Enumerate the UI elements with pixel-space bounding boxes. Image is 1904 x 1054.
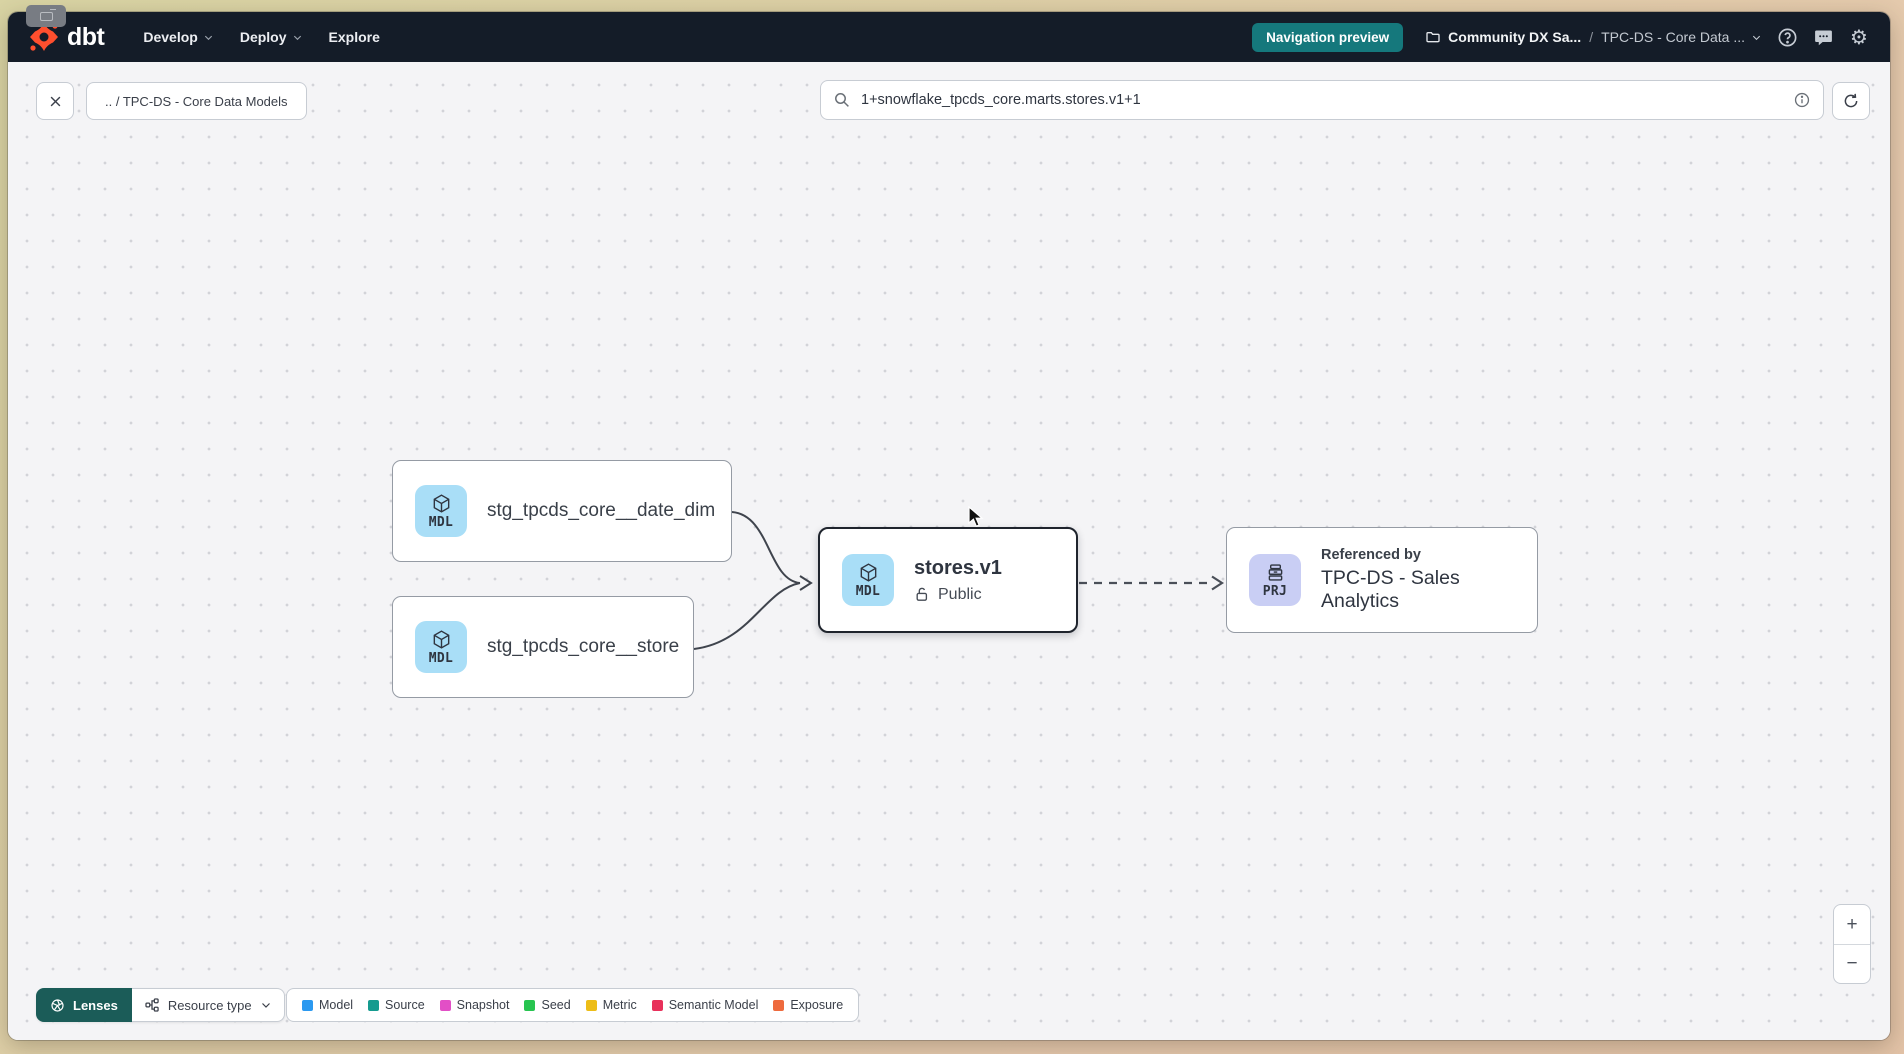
mouse-cursor (968, 506, 988, 528)
menu-explore[interactable]: Explore (316, 21, 393, 53)
node-access: Public (914, 586, 1002, 604)
node-stg-tpcds-core-store[interactable]: MDL stg_tpcds_core__store (392, 596, 694, 698)
top-navbar: dbt Develop Deploy Explore Navigation pr… (8, 12, 1890, 62)
chevron-down-icon (203, 32, 214, 43)
node-title: stores.v1 (914, 557, 1002, 580)
window-icon (40, 12, 53, 21)
project-badge: PRJ (1249, 554, 1301, 606)
menu-develop[interactable]: Develop (130, 21, 226, 53)
node-stg-tpcds-core-date-dim[interactable]: MDL stg_tpcds_core__date_dim (392, 460, 732, 562)
node-stores-v1[interactable]: MDL stores.v1 Public (818, 527, 1078, 633)
cube-icon (431, 629, 452, 650)
dbt-logo-text: dbt (67, 23, 104, 52)
breadcrumb-project[interactable]: Community DX Sa... (1425, 29, 1581, 45)
node-label: stg_tpcds_core__date_dim (487, 500, 715, 522)
node-label: stg_tpcds_core__store (487, 636, 679, 658)
chevron-down-icon (260, 999, 272, 1011)
help-icon[interactable] (1776, 26, 1798, 48)
lenses-button[interactable]: Lenses (36, 988, 132, 1022)
cube-icon (858, 562, 879, 583)
navbar-right: Navigation preview Community DX Sa... / … (1252, 23, 1870, 52)
node-referenced-by-sales-analytics[interactable]: PRJ Referenced by TPC-DS - Sales Analyti… (1226, 527, 1538, 633)
archive-stack-icon (1265, 562, 1286, 583)
node-text: Referenced by TPC-DS - Sales Analytics (1321, 547, 1537, 613)
breadcrumb: Community DX Sa... / TPC-DS - Core Data … (1425, 29, 1762, 45)
lineage-path-chip[interactable]: .. / TPC-DS - Core Data Models (86, 82, 307, 120)
zoom-controls: + − (1833, 904, 1871, 984)
legend-item-semantic-model: Semantic Model (652, 998, 759, 1012)
screen-recording-tab-artifact (26, 5, 66, 27)
legend-swatch (302, 1000, 313, 1011)
refresh-icon (1842, 92, 1860, 110)
feedback-icon[interactable] (1812, 26, 1834, 48)
lens-controls: Lenses Resource type (36, 988, 285, 1022)
chevron-down-icon (1751, 32, 1762, 43)
cube-icon (431, 493, 452, 514)
node-text: stores.v1 Public (914, 557, 1002, 604)
refresh-lineage-button[interactable] (1832, 82, 1870, 120)
lineage-search-bar[interactable] (820, 80, 1824, 120)
legend-item-snapshot: Snapshot (440, 998, 510, 1012)
close-lineage-button[interactable] (36, 82, 74, 120)
folder-icon (1425, 29, 1441, 45)
settings-icon[interactable]: ⚙ (1848, 26, 1870, 48)
resource-graph-icon (144, 997, 160, 1013)
legend-swatch (368, 1000, 379, 1011)
menu-deploy[interactable]: Deploy (227, 21, 316, 53)
legend-item-metric: Metric (586, 998, 637, 1012)
legend-item-seed: Seed (524, 998, 570, 1012)
navigation-preview-badge[interactable]: Navigation preview (1252, 23, 1403, 52)
search-icon (833, 91, 851, 109)
legend-item-exposure: Exposure (773, 998, 843, 1012)
lineage-selector-input[interactable] (861, 92, 1783, 108)
close-icon (48, 94, 63, 109)
legend-item-source: Source (368, 998, 425, 1012)
legend-swatch (524, 1000, 535, 1011)
model-badge: MDL (415, 485, 467, 537)
chevron-down-icon (292, 32, 303, 43)
edge-store-to-stores (694, 583, 800, 649)
breadcrumb-separator: / (1589, 29, 1593, 45)
legend-swatch (652, 1000, 663, 1011)
node-subtitle: Referenced by (1321, 547, 1537, 563)
breadcrumb-page[interactable]: TPC-DS - Core Data ... (1601, 29, 1762, 45)
model-badge: MDL (842, 554, 894, 606)
resource-type-legend: Model Source Snapshot Seed Metric Semant… (286, 988, 859, 1022)
zoom-in-button[interactable]: + (1834, 905, 1870, 944)
edge-date-dim-to-stores (732, 512, 800, 583)
node-title: TPC-DS - Sales Analytics (1321, 567, 1537, 613)
dbt-app-window: dbt Develop Deploy Explore Navigation pr… (8, 12, 1890, 1040)
legend-swatch (586, 1000, 597, 1011)
legend-item-model: Model (302, 998, 353, 1012)
dashed-edge-arrowhead (1212, 577, 1222, 590)
info-icon[interactable] (1793, 91, 1811, 109)
unlock-icon (914, 586, 931, 603)
resource-type-dropdown[interactable]: Resource type (132, 988, 285, 1022)
aperture-icon (50, 998, 65, 1013)
legend-swatch (440, 1000, 451, 1011)
edge-arrowhead (800, 576, 811, 590)
model-badge: MDL (415, 621, 467, 673)
lineage-canvas[interactable]: .. / TPC-DS - Core Data Models MDL stg_t… (8, 62, 1890, 1040)
zoom-out-button[interactable]: − (1834, 944, 1870, 983)
legend-swatch (773, 1000, 784, 1011)
